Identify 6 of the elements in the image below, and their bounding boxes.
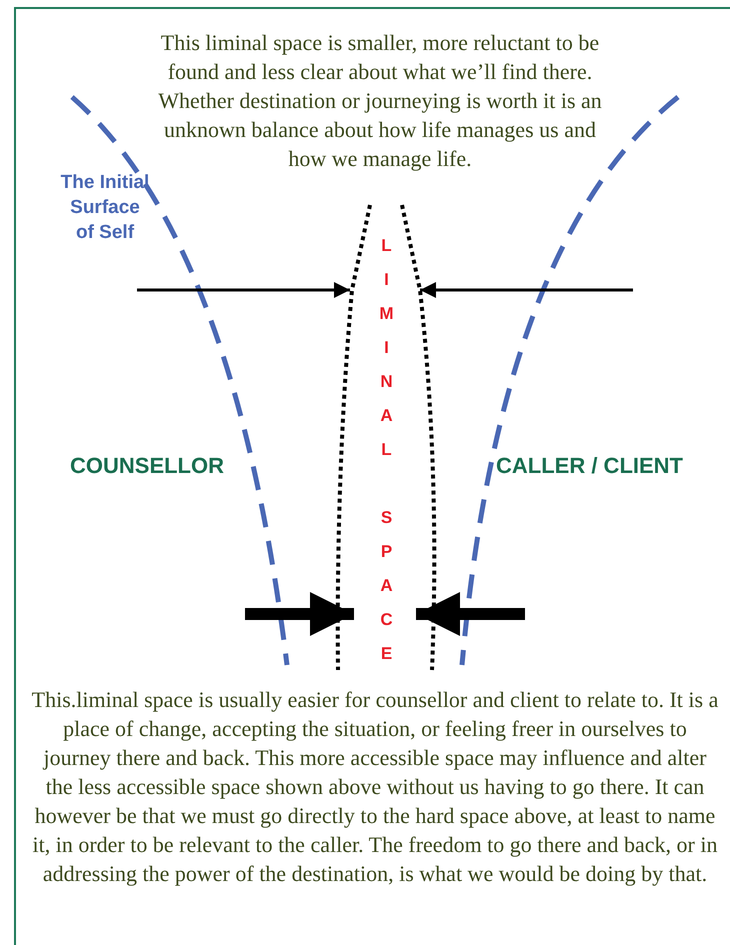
note-text: This liminal space is smaller, more reluctant to be found and less clear about what we’ll find there. Whether destination or journeying is worth it is an unknown balance about how life manages us and how we manage life. (157, 29, 603, 173)
note-text: This.liminal space is usually easier for counsellor and client to relate to. It is a place of change, accepting the situation, or feeling freer in ourselves to journey there and back. This more accessible space may influence and alter the less accessible space shown above without us having to go there. It can however be that we must go directly to the hard space above, at least to name it, in order to be relevant to the caller. The freedom to go there and back, or in addressing the power of the destination, is what we would be doing by that. (30, 686, 720, 888)
role-label: CALLER / CLIENT (496, 453, 683, 479)
vertical-label: LIMINAL SPACE (376, 236, 397, 678)
role-label: COUNSELLOR (70, 453, 224, 479)
surface-label: The Initial Surface of Self (60, 171, 150, 245)
